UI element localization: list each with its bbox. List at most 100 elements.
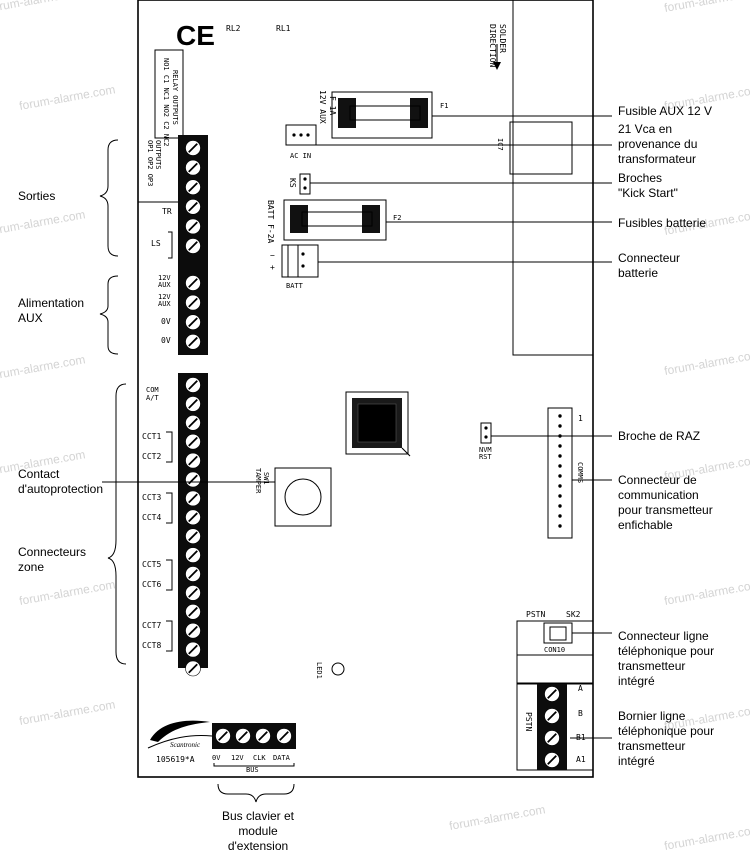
- svg-text:intégré: intégré: [618, 754, 655, 768]
- callout-batt: Connecteur batterie: [618, 251, 680, 280]
- pin-dot: [303, 186, 307, 190]
- terminal-screw: [185, 433, 201, 450]
- aux1-label-a: 12V: [158, 274, 171, 282]
- terminal-screw: [185, 275, 201, 291]
- cct78-bracket: [166, 620, 173, 652]
- svg-text:Fusible AUX 12 V: Fusible AUX 12 V: [618, 104, 712, 118]
- terminal-screw: [185, 238, 201, 254]
- brace-bus: [217, 783, 295, 803]
- svg-text:RELAY OUTPUTS: RELAY OUTPUTS: [171, 70, 179, 125]
- ic7-chip: [509, 121, 573, 175]
- tr-label: TR: [162, 207, 172, 216]
- cct1-label: CCT1: [142, 432, 161, 441]
- zero-v-label-2: 0V: [161, 336, 171, 345]
- callout-comms: Connecteur de communication pour transme…: [618, 473, 713, 532]
- callout-zones: Connecteurs zone: [18, 545, 86, 574]
- batt-fuse-label: BATT F-2A: [266, 200, 275, 244]
- svg-text:Contact: Contact: [18, 467, 60, 481]
- svg-text:Connecteur ligne: Connecteur ligne: [618, 629, 709, 643]
- pstn-a1-label: A1: [576, 755, 586, 764]
- terminal-screw: [185, 509, 201, 526]
- processor-socket: [345, 391, 409, 455]
- svg-text:communication: communication: [618, 488, 699, 502]
- watermark-text: forum-alarme.com: [448, 802, 546, 833]
- led1: [331, 662, 345, 676]
- nvm-rst-pins: [480, 422, 492, 444]
- terminal-screw: [235, 728, 251, 744]
- svg-text:12V AUX: 12V AUX: [318, 90, 327, 124]
- svg-text:SW1: SW1: [262, 472, 270, 485]
- terminal-screw: [185, 603, 201, 620]
- pin-dot: [484, 426, 488, 430]
- plus-label: +: [270, 263, 275, 272]
- aux1-label-b: AUX: [158, 281, 171, 289]
- terminal-screw: [185, 490, 201, 507]
- pin-dot: [292, 133, 296, 137]
- relay-outputs-box: [154, 49, 184, 139]
- terminal-screw: [185, 140, 201, 156]
- chip-pin1-marker: [401, 447, 411, 457]
- terminal-screw: [276, 728, 292, 744]
- terminal-screw: [185, 547, 201, 563]
- watermark-text: forum-alarme.com: [663, 0, 750, 15]
- zero-v-label-1: 0V: [161, 317, 171, 326]
- fuse-f2-clip-right: [362, 205, 380, 233]
- watermark-text: forum-alarme.com: [663, 577, 750, 608]
- rl1-label: RL1: [276, 24, 291, 33]
- com-label-b: A/T: [146, 394, 159, 402]
- line-connector-area: [516, 620, 594, 684]
- svg-text:Connecteur de: Connecteur de: [618, 473, 697, 487]
- watermark-text: forum-alarme.com: [0, 0, 86, 15]
- terminal-screw: [185, 566, 201, 582]
- svg-text:DIRECTION: DIRECTION: [488, 24, 497, 68]
- bus-data-label: DATA: [273, 754, 291, 762]
- tamper-switch: [284, 478, 322, 516]
- svg-text:téléphonique pour: téléphonique pour: [618, 724, 714, 738]
- ls-bracket: [168, 231, 173, 259]
- rl2-label: RL2: [226, 24, 241, 33]
- callout-line-term: Bornier ligne téléphonique pour transmet…: [618, 709, 714, 768]
- svg-text:SOLDER: SOLDER: [498, 24, 507, 53]
- cct34-bracket: [166, 492, 173, 524]
- svg-text:enfichable: enfichable: [618, 518, 673, 532]
- bus-12v-label: 12V: [231, 754, 244, 762]
- terminal-screw: [544, 708, 560, 724]
- svg-text:transformateur: transformateur: [618, 152, 696, 166]
- terminal-screw: [185, 452, 201, 469]
- terminal-screw: [185, 585, 201, 601]
- watermark-text: forum-alarme.com: [18, 697, 116, 728]
- kick-start-pins: [299, 173, 311, 195]
- f1-label: F1: [440, 102, 448, 110]
- pin-dot: [558, 494, 562, 498]
- battery-connector-tab: [287, 244, 299, 278]
- pin-dot: [558, 514, 562, 518]
- callout-kick-start: Broches "Kick Start": [618, 171, 678, 200]
- svg-text:Bornier ligne: Bornier ligne: [618, 709, 686, 723]
- callout-ac-in: 21 Vca en provenance du transformateur: [618, 122, 697, 166]
- svg-text:KS: KS: [288, 178, 297, 188]
- ce-mark: CE: [176, 20, 215, 51]
- svg-text:BATT F-2A: BATT F-2A: [266, 200, 275, 244]
- svg-text:téléphonique pour: téléphonique pour: [618, 644, 714, 658]
- bus-label: BUS: [246, 766, 259, 774]
- watermark-text: forum-alarme.com: [18, 82, 116, 113]
- pin-dot: [301, 252, 305, 256]
- led1-label: LED1: [315, 662, 323, 679]
- svg-text:Alimentation: Alimentation: [18, 296, 84, 310]
- terminal-screw: [185, 294, 201, 311]
- terminal-screw: [185, 159, 201, 176]
- battery-connector: [281, 244, 319, 278]
- brace-aux: [99, 275, 119, 355]
- cct5-label: CCT5: [142, 560, 161, 569]
- ls-label: LS: [151, 239, 161, 248]
- bus-0v-label: 0V: [212, 754, 221, 762]
- svg-text:Bus clavier et: Bus clavier et: [222, 809, 295, 823]
- rst-label: RST: [479, 453, 492, 461]
- svg-text:d'extension: d'extension: [228, 839, 288, 853]
- svg-text:provenance du: provenance du: [618, 137, 697, 151]
- cct12-bracket: [166, 431, 173, 463]
- nvm-label: NVM: [479, 446, 492, 454]
- svg-text:Connecteur: Connecteur: [618, 251, 680, 265]
- terminal-screw: [544, 730, 560, 746]
